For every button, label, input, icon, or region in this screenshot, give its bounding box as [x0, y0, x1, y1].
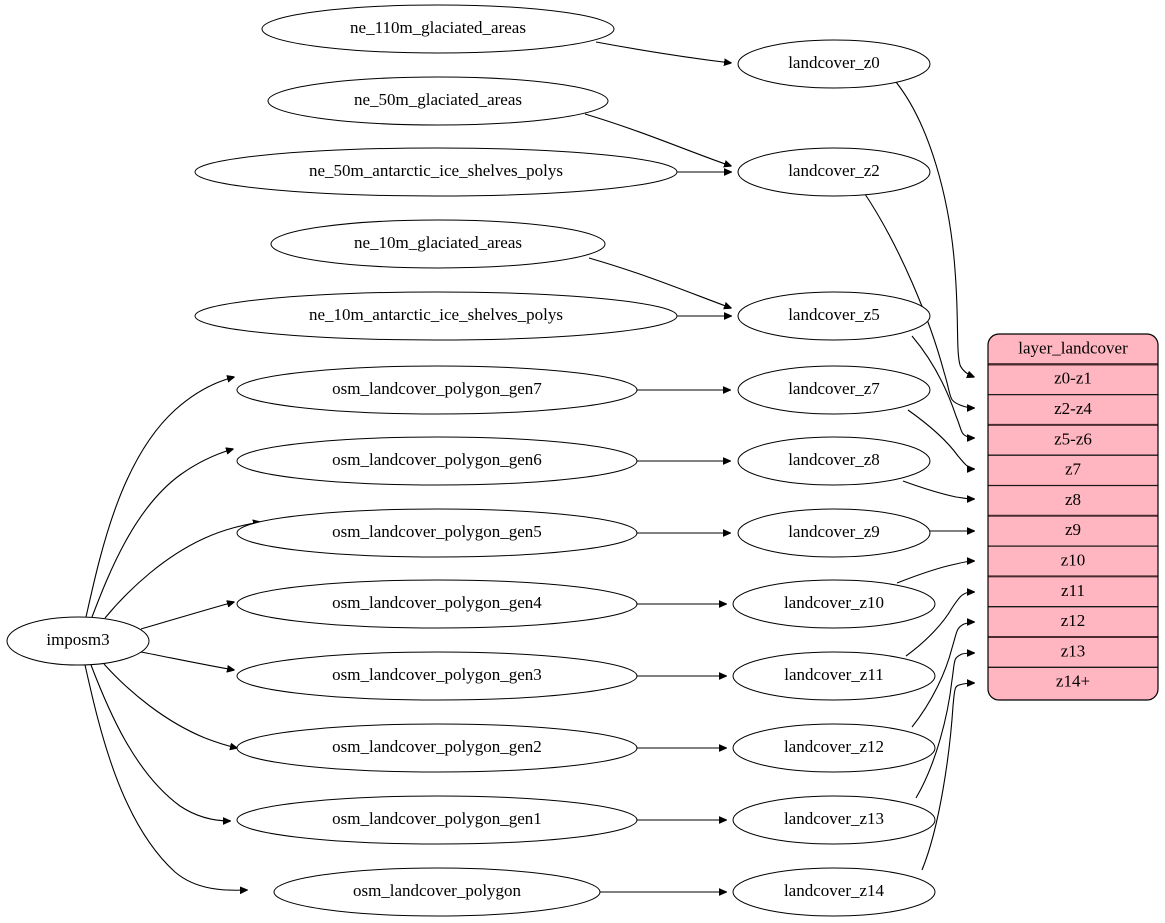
node-landcover_z0[interactable]: landcover_z0: [737, 39, 931, 89]
edge-imposm3-to-gen3: [140, 651, 234, 670]
node-label: ne_10m_glaciated_areas: [354, 233, 522, 252]
node-label: osm_landcover_polygon_gen3: [332, 665, 542, 684]
node-label: landcover_z13: [784, 809, 884, 828]
table-outline: [987, 333, 1159, 701]
edge-z10-to-row-z10: [896, 561, 974, 584]
table-row-label-z12[interactable]: z12: [1061, 611, 1086, 630]
node-landcover_z2[interactable]: landcover_z2: [737, 147, 931, 197]
node-label: landcover_z9: [788, 522, 880, 541]
table-row-label-z2-z4[interactable]: z2-z4: [1054, 399, 1092, 418]
edge-ne110m-to-z0: [595, 41, 731, 63]
node-label: osm_landcover_polygon_gen2: [332, 737, 542, 756]
edge-ne50m-glaciated-to-z2: [584, 113, 731, 166]
node-landcover_z8[interactable]: landcover_z8: [737, 436, 931, 486]
edge-imposm3-to-gen7: [85, 377, 234, 618]
node-label: osm_landcover_polygon_gen5: [332, 522, 542, 541]
node-osm_landcover_polygon_gen5[interactable]: osm_landcover_polygon_gen5: [236, 508, 638, 558]
node-osm_landcover_polygon_gen3[interactable]: osm_landcover_polygon_gen3: [236, 651, 638, 701]
table-row-label-z10[interactable]: z10: [1061, 551, 1086, 570]
edge-z14-to-row-z14plus: [921, 683, 974, 871]
edge-imposm3-to-gen6: [91, 449, 233, 618]
edge-imposm3-to-gen4: [140, 602, 234, 630]
table-row-label-z13[interactable]: z13: [1061, 641, 1086, 660]
edge-imposm3-to-polygon: [84, 664, 247, 890]
natural-earth-nodes: ne_110m_glaciated_areas ne_50m_glaciated…: [194, 4, 678, 341]
edge-z13-to-row-z13: [915, 653, 974, 799]
edge-z2-to-row-z2z4: [862, 190, 974, 408]
node-osm_landcover_polygon_gen2[interactable]: osm_landcover_polygon_gen2: [236, 723, 638, 773]
node-osm_landcover_polygon[interactable]: osm_landcover_polygon: [273, 867, 601, 917]
node-label: imposm3: [46, 630, 109, 649]
edge-z8-to-row-z8: [902, 480, 974, 499]
node-label: ne_50m_antarctic_ice_shelves_polys: [309, 161, 563, 180]
node-label: landcover_z7: [788, 379, 880, 398]
node-ne_10m_glaciated_areas[interactable]: ne_10m_glaciated_areas: [270, 219, 606, 269]
edge-z5-to-row-z5z6: [911, 335, 974, 438]
node-label: landcover_z5: [788, 305, 880, 324]
table-row-label-z0-z1[interactable]: z0-z1: [1054, 369, 1092, 388]
node-label: osm_landcover_polygon_gen7: [332, 379, 542, 398]
landcover-nodes: landcover_z0 landcover_z2 landcover_z5 l…: [732, 39, 936, 917]
osm-nodes: osm_landcover_polygon_gen7 osm_landcover…: [236, 365, 638, 917]
node-label: osm_landcover_polygon_gen4: [332, 593, 542, 612]
edge-imposm3-to-gen1: [90, 664, 230, 821]
node-imposm3[interactable]: imposm3: [6, 616, 150, 666]
edge-ne10m-glaciated-to-z5: [588, 257, 731, 308]
node-osm_landcover_polygon_gen1[interactable]: osm_landcover_polygon_gen1: [236, 795, 638, 845]
edge-z7-to-row-z7: [907, 409, 974, 469]
node-landcover_z9[interactable]: landcover_z9: [737, 508, 931, 558]
node-label: landcover_z11: [784, 665, 883, 684]
table-row-label-z8[interactable]: z8: [1065, 490, 1081, 509]
node-ne_110m_glaciated_areas[interactable]: ne_110m_glaciated_areas: [261, 4, 615, 54]
edge-z12-to-row-z12: [911, 622, 974, 728]
node-label: landcover_z2: [788, 161, 880, 180]
table-row-label-z11[interactable]: z11: [1061, 581, 1085, 600]
edge-imposm3-to-gen5: [104, 522, 260, 619]
node-label: landcover_z10: [784, 593, 884, 612]
edge-imposm3-to-gen2: [103, 663, 237, 748]
node-osm_landcover_polygon_gen4[interactable]: osm_landcover_polygon_gen4: [236, 579, 638, 629]
edges-layer: [84, 41, 974, 892]
node-landcover_z13[interactable]: landcover_z13: [732, 795, 936, 845]
node-label: osm_landcover_polygon: [353, 881, 522, 900]
node-landcover_z10[interactable]: landcover_z10: [732, 579, 936, 629]
table-header-label: layer_landcover: [1018, 338, 1128, 357]
node-ne_50m_glaciated_areas[interactable]: ne_50m_glaciated_areas: [267, 76, 609, 126]
node-label: landcover_z0: [788, 53, 880, 72]
node-ne_50m_antarctic_ice_shelves_polys[interactable]: ne_50m_antarctic_ice_shelves_polys: [194, 147, 678, 197]
node-landcover_z14[interactable]: landcover_z14: [732, 867, 936, 917]
node-label: ne_10m_antarctic_ice_shelves_polys: [309, 305, 563, 324]
node-osm_landcover_polygon_gen7[interactable]: osm_landcover_polygon_gen7: [236, 365, 638, 415]
node-ne_10m_antarctic_ice_shelves_polys[interactable]: ne_10m_antarctic_ice_shelves_polys: [194, 291, 678, 341]
node-landcover_z7[interactable]: landcover_z7: [737, 365, 931, 415]
table-row-label-z9[interactable]: z9: [1065, 520, 1081, 539]
node-label: osm_landcover_polygon_gen1: [332, 809, 542, 828]
node-label: ne_110m_glaciated_areas: [350, 18, 526, 37]
node-osm_landcover_polygon_gen6[interactable]: osm_landcover_polygon_gen6: [236, 436, 638, 486]
node-label: landcover_z12: [784, 737, 884, 756]
table-row-label-z5-z6[interactable]: z5-z6: [1054, 429, 1092, 448]
node-landcover_z5[interactable]: landcover_z5: [737, 291, 931, 341]
table-row-label-z7[interactable]: z7: [1065, 460, 1082, 479]
node-label: landcover_z14: [784, 881, 885, 900]
node-label: landcover_z8: [788, 450, 880, 469]
layer-landcover-table[interactable]: layer_landcover z0-z1 z2-z4 z5-z6 z7 z8 …: [987, 333, 1159, 701]
edge-z11-to-row-z11: [905, 592, 974, 657]
node-landcover_z11[interactable]: landcover_z11: [732, 651, 936, 701]
edge-z0-to-row-z0z1: [895, 81, 974, 377]
node-landcover_z12[interactable]: landcover_z12: [732, 723, 936, 773]
node-label: ne_50m_glaciated_areas: [354, 90, 522, 109]
table-row-label-z14plus[interactable]: z14+: [1056, 672, 1090, 691]
node-label: osm_landcover_polygon_gen6: [332, 450, 542, 469]
